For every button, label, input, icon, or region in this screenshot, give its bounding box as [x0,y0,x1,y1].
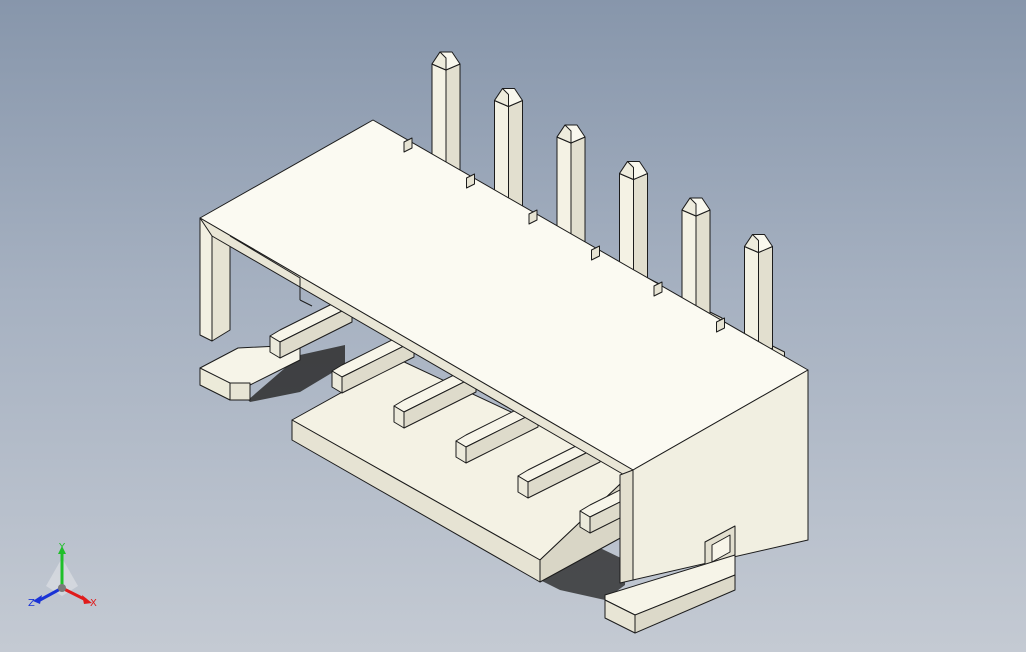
cavity-shadow [248,345,625,600]
coordinate-triad[interactable]: Y X Z [24,538,114,618]
horizontal-pin [517,439,601,499]
horizontal-pin [269,299,353,359]
y-axis-arrowhead [58,546,66,554]
housing-interior [229,235,313,307]
housing-body [199,119,809,634]
y-axis-label: Y [58,542,66,553]
vertical-pin [494,88,535,227]
z-axis-arrowhead [33,595,42,604]
vertical-pin [681,197,723,329]
z-axis-label: Z [28,598,35,609]
z-axis-arrow [39,586,63,602]
horizontal-pin [393,369,477,429]
x-axis-arrowhead [82,595,92,604]
triad-origin [58,584,66,592]
x-axis-arrow [61,586,87,602]
x-axis-label: X [90,598,97,609]
